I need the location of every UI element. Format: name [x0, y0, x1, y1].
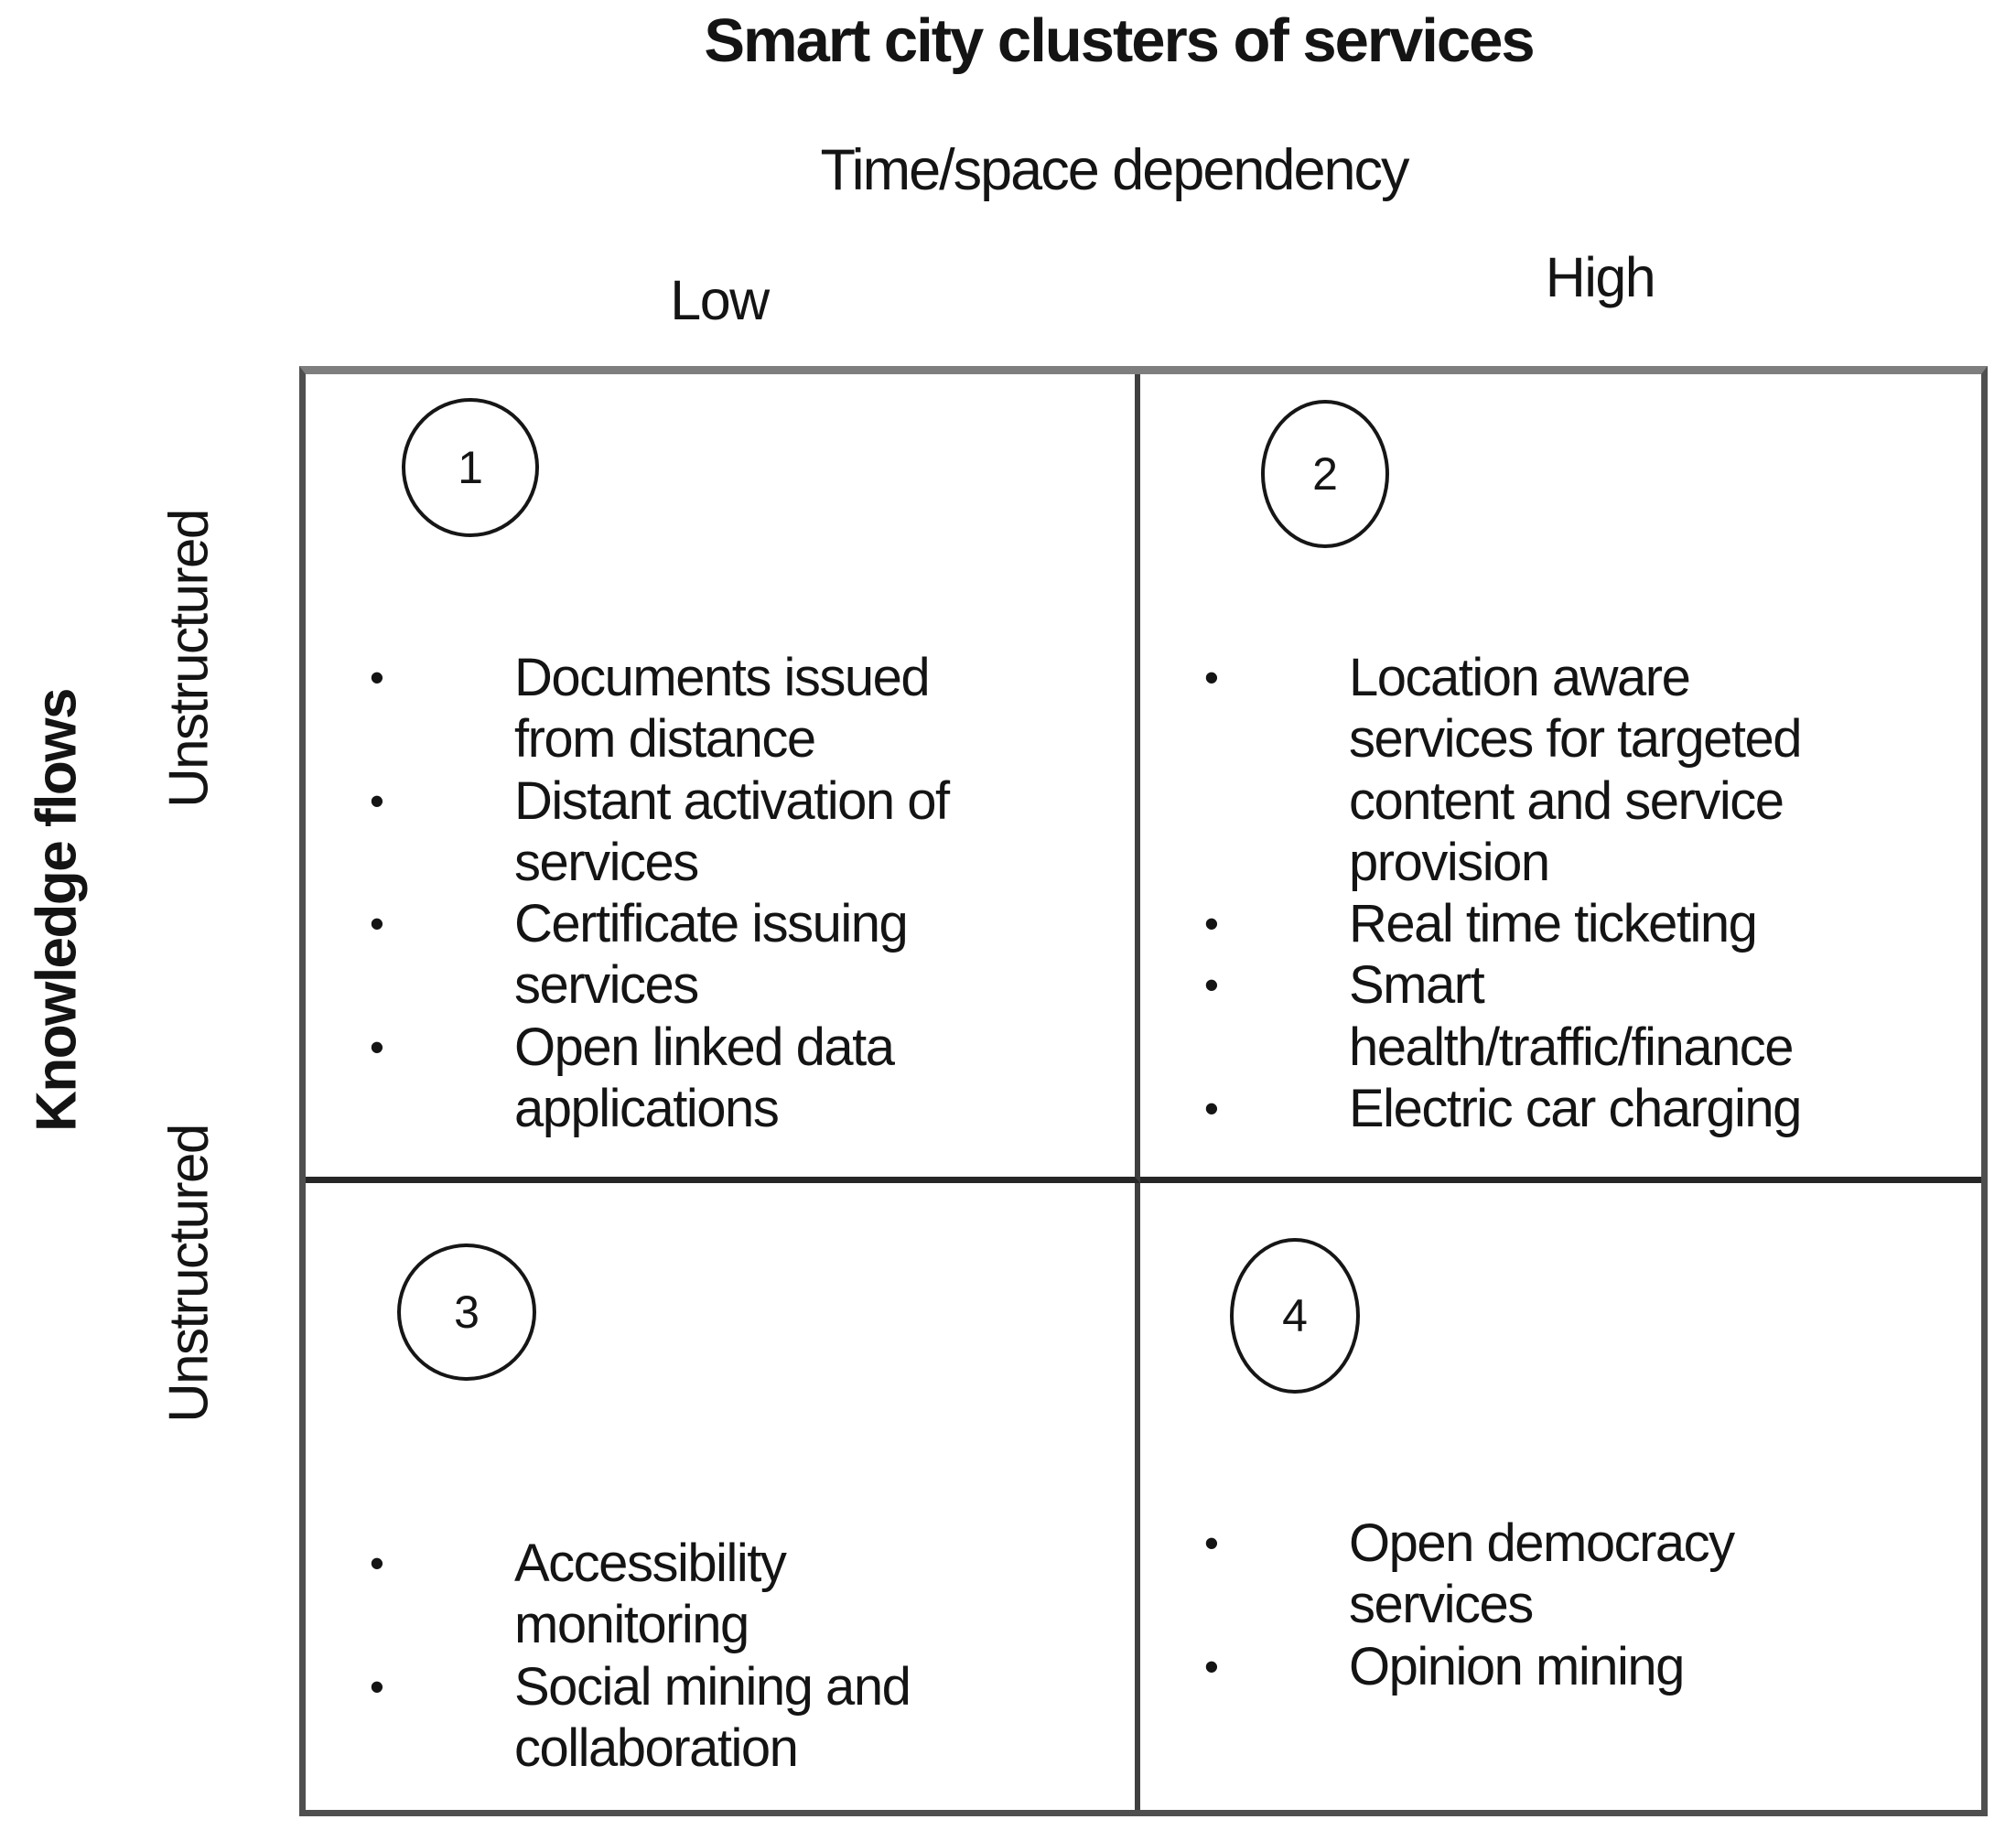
x-axis-high-label: High: [1545, 246, 1656, 308]
bullet-icon: •: [1204, 1084, 1219, 1132]
bullet-icon: •: [1204, 1520, 1219, 1566]
bullet-text: Electric car charging: [1349, 1078, 1802, 1138]
bullet-icon: •: [1204, 1642, 1219, 1690]
y-axis-bottom-label: Unstructured: [157, 1125, 220, 1423]
quadrant-4: 4 • Open democracy services • Opinion minin…: [1140, 1183, 1981, 1810]
bullet-text: Social mining and collaboration: [514, 1656, 911, 1778]
quadrant-4-number: 4: [1282, 1290, 1308, 1341]
bullet-item: • Open democracy services: [1193, 1513, 1957, 1636]
bullet-item: • Accessibility monitoring: [359, 1533, 1111, 1656]
quadrant-3-badge: 3: [397, 1243, 536, 1381]
quadrant-4-list: • Open democracy services • Opinion mining: [1193, 1513, 1957, 1697]
quadrant-3: 3 • Accessibility monitoring • Social minin…: [306, 1183, 1140, 1810]
bullet-text: Open linked data applications: [514, 1017, 895, 1138]
bullet-text: Distant activation of services: [514, 770, 950, 892]
quadrant-2: 2 • Location aware services for targeted …: [1140, 374, 1981, 1183]
bullet-text: Accessibility monitoring: [514, 1534, 787, 1655]
bullet-text: Location aware services for targeted con…: [1349, 648, 1802, 892]
bullet-item: • Distant activation of services: [359, 770, 1111, 894]
quadrant-2-badge: 2: [1261, 400, 1389, 548]
bullet-icon: •: [1204, 900, 1219, 948]
quadrant-4-badge: 4: [1230, 1238, 1360, 1394]
y-axis-title: Knowledge flows: [25, 689, 89, 1132]
bullet-item: • Location aware services for targeted co…: [1193, 647, 1957, 893]
bullet-icon: •: [370, 1023, 384, 1071]
bullet-text: Real time ticketing: [1349, 894, 1758, 954]
bullet-item: • Social mining and collaboration: [359, 1656, 1111, 1780]
quadrant-3-number: 3: [454, 1287, 480, 1338]
bullet-text: Certificate issuing services: [514, 894, 909, 1016]
figure-title: Smart city clusters of services: [704, 6, 1535, 75]
bullet-item: • Certificate issuing services: [359, 893, 1111, 1017]
bullet-item: • Documents issued from distance: [359, 647, 1111, 770]
x-axis-low-label: Low: [670, 269, 770, 331]
bullet-icon: •: [1204, 654, 1219, 701]
bullet-icon: •: [370, 1540, 384, 1587]
bullet-item: • Real time ticketing: [1193, 893, 1957, 954]
bullet-item: • Opinion mining: [1193, 1636, 1957, 1697]
quadrant-1: 1 • Documents issued from distance • Distan…: [306, 374, 1140, 1183]
bullet-text: Documents issued from distance: [514, 648, 931, 770]
y-axis-top-label: Unstructured: [157, 510, 220, 808]
quadrant-2-list: • Location aware services for targeted co…: [1193, 647, 1957, 1139]
bullet-text: Smart health/traffic/finance: [1349, 955, 1795, 1077]
quadrant-2-number: 2: [1312, 448, 1338, 500]
bullet-item: • Smart health/traffic/finance: [1193, 954, 1957, 1078]
bullet-icon: •: [370, 777, 384, 824]
bullet-text: Open democracy services: [1349, 1513, 1735, 1635]
bullet-item: • Electric car charging: [1193, 1078, 1957, 1139]
quadrant-3-list: • Accessibility monitoring • Social mining …: [359, 1533, 1111, 1779]
x-axis-title: Time/space dependency: [820, 138, 1409, 202]
matrix-grid: 1 • Documents issued from distance • Distan…: [299, 366, 1988, 1816]
quadrant-1-number: 1: [458, 442, 483, 493]
bullet-icon: •: [370, 654, 384, 701]
bullet-item: • Open linked data applications: [359, 1017, 1111, 1140]
bullet-icon: •: [1204, 962, 1219, 1009]
bullet-text: Opinion mining: [1349, 1636, 1685, 1696]
bullet-icon: •: [370, 1663, 384, 1710]
quadrant-1-list: • Documents issued from distance • Distant …: [359, 647, 1111, 1139]
quadrant-1-badge: 1: [402, 398, 539, 537]
bullet-icon: •: [370, 900, 384, 948]
